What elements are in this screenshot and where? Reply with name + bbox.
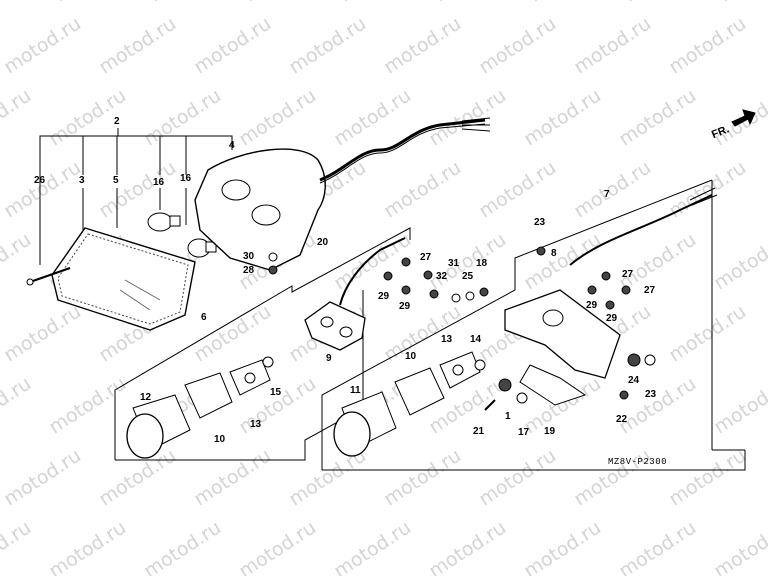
callout-19: 19 — [544, 426, 556, 437]
callout-29c: 29 — [586, 300, 598, 311]
right-group-outline — [321, 179, 746, 471]
callout-13a: 13 — [250, 419, 262, 430]
callout-6: 6 — [201, 312, 207, 323]
bulb-16-pair — [147, 212, 217, 258]
callout-23a: 23 — [534, 217, 546, 228]
callout-16b: 16 — [180, 173, 192, 184]
callout-27a: 27 — [420, 252, 432, 263]
callout-22: 22 — [616, 414, 628, 425]
callout-18: 18 — [476, 258, 488, 269]
callout-10a: 10 — [214, 434, 226, 445]
socket-9 — [304, 237, 406, 351]
callout-23b: 23 — [645, 389, 657, 400]
callout-14: 14 — [470, 334, 482, 345]
callout-4: 4 — [229, 140, 235, 151]
screw-26 — [26, 267, 71, 286]
callout-30: 30 — [243, 251, 255, 262]
callout-27c: 27 — [644, 285, 656, 296]
taillight-lens — [51, 227, 196, 331]
callout-21: 21 — [473, 426, 485, 437]
callout-3: 3 — [79, 175, 85, 186]
callout-20: 20 — [317, 237, 329, 248]
callout-17: 17 — [518, 427, 530, 438]
small-hardware — [383, 246, 656, 411]
callout-2: 2 — [114, 116, 120, 127]
callout-29a: 29 — [378, 291, 390, 302]
callout-7: 7 — [604, 189, 610, 200]
diagram-code: MZ8V-P2300 — [608, 457, 668, 467]
taillight-housing — [194, 117, 491, 271]
callout-28: 28 — [243, 265, 255, 276]
washer-30-28 — [268, 252, 278, 275]
callout-bracket-lines — [39, 128, 233, 265]
front-direction-arrow — [731, 109, 756, 127]
callout-26: 26 — [34, 175, 46, 186]
left-group-outline — [114, 227, 411, 461]
bracket-19 — [504, 289, 621, 406]
callout-32: 32 — [436, 271, 448, 282]
turn-signal-right — [333, 351, 486, 457]
callout-11: 11 — [350, 385, 361, 396]
callout-24: 24 — [628, 375, 640, 386]
callout-15: 15 — [270, 387, 282, 398]
callout-29b: 29 — [399, 301, 411, 312]
callout-1: 1 — [505, 411, 511, 422]
callout-25: 25 — [462, 271, 474, 282]
callout-31: 31 — [448, 258, 460, 269]
turn-signal-left — [126, 356, 274, 459]
callout-12: 12 — [140, 392, 152, 403]
callout-8: 8 — [551, 248, 557, 259]
callout-16a: 16 — [153, 177, 165, 188]
callout-27b: 27 — [622, 269, 634, 280]
callout-29d: 29 — [606, 313, 618, 324]
callout-5: 5 — [113, 175, 119, 186]
callout-9: 9 — [326, 353, 332, 364]
callout-13b: 13 — [441, 334, 453, 345]
callout-10b: 10 — [405, 351, 417, 362]
